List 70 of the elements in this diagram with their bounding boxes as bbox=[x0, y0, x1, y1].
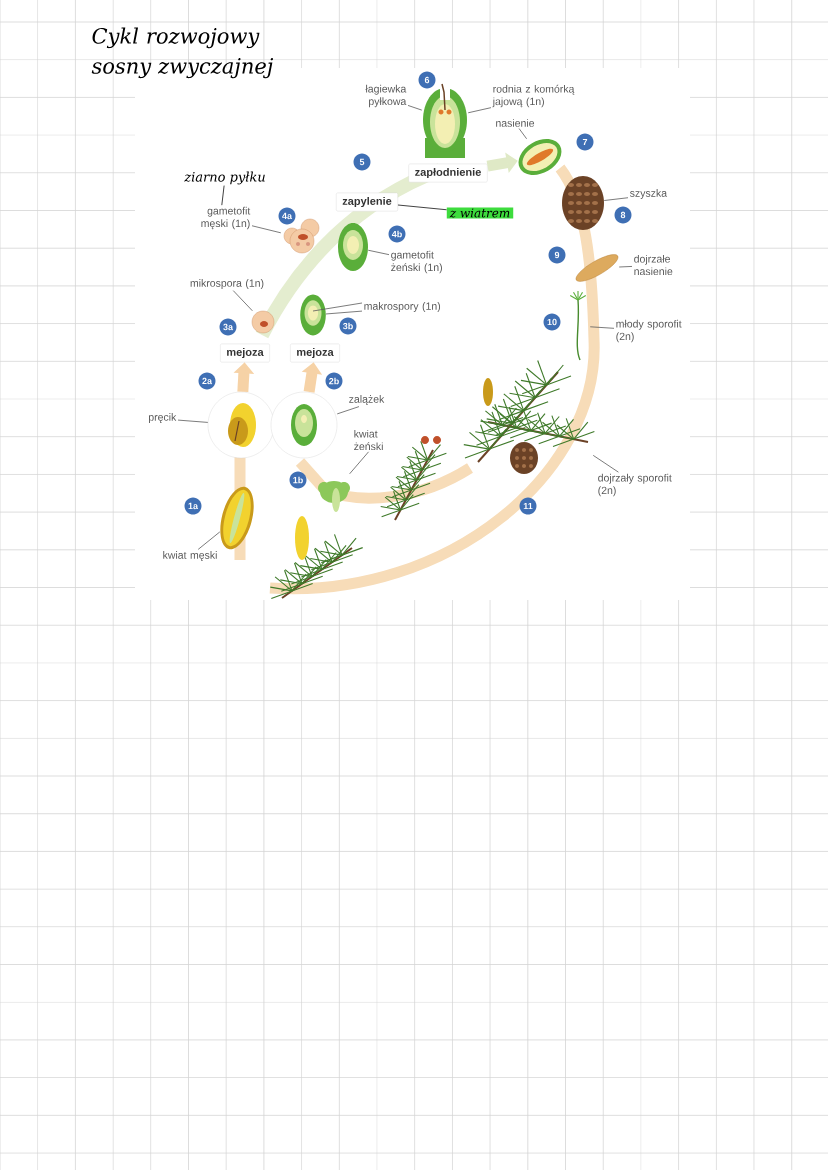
flower-drawing bbox=[318, 481, 350, 512]
stamen-drawing bbox=[207, 391, 275, 459]
step-number: 8 bbox=[614, 206, 632, 224]
part-label: makrospory (1n) bbox=[364, 302, 441, 312]
leader-line bbox=[407, 105, 423, 111]
ovule-drawing bbox=[423, 83, 467, 158]
leader-line bbox=[232, 290, 253, 312]
part-label: nasienie bbox=[496, 119, 535, 127]
pine-tree-drawing bbox=[463, 359, 595, 474]
step-number: 1a bbox=[184, 497, 202, 515]
part-label: łagiewka pyłkowa bbox=[365, 84, 407, 108]
step-number: 5 bbox=[353, 153, 371, 171]
part-label: gametofit męski (1n) bbox=[201, 206, 251, 230]
part-label: kwiat żeński bbox=[354, 429, 383, 451]
step-number: 2b bbox=[325, 372, 343, 390]
pollen-grain-drawing bbox=[283, 218, 320, 254]
leader-line bbox=[589, 326, 615, 329]
stage-box: mejoza bbox=[220, 343, 270, 363]
stage-box: zapłodnienie bbox=[408, 163, 488, 183]
leader-line bbox=[467, 107, 492, 114]
leader-line bbox=[336, 406, 360, 415]
leader-line bbox=[197, 531, 221, 550]
step-number: 4b bbox=[388, 225, 406, 243]
leader-line bbox=[177, 419, 209, 423]
handwritten-title: Cykl rozwojowy sosny zwyczajnej bbox=[91, 27, 273, 79]
part-label: szyszka bbox=[630, 189, 668, 199]
step-number: 10 bbox=[543, 313, 561, 331]
seed-drawing bbox=[575, 254, 619, 282]
part-label: zalążek bbox=[349, 395, 385, 405]
cone-drawing bbox=[562, 176, 604, 230]
step-number: 2a bbox=[198, 372, 216, 390]
seedling-drawing bbox=[569, 290, 587, 361]
step-number: 7 bbox=[576, 133, 594, 151]
leader-line bbox=[518, 128, 528, 140]
leader-line bbox=[312, 302, 363, 312]
part-label: dojrzałe nasienie bbox=[634, 254, 673, 276]
part-label: gametofit żeński (1n) bbox=[391, 250, 442, 274]
step-number: 1b bbox=[289, 471, 307, 489]
step-number: 4a bbox=[278, 207, 296, 225]
male-cone-drawing bbox=[220, 486, 254, 550]
leader-line bbox=[592, 454, 619, 473]
leader-line bbox=[325, 310, 363, 315]
stage-box: mejoza bbox=[290, 343, 340, 363]
stage-box: zapylenie bbox=[336, 192, 398, 212]
leader-line bbox=[349, 451, 369, 475]
seed-drawing bbox=[518, 139, 562, 175]
ovule-drawing bbox=[270, 391, 338, 459]
ovule-drawing bbox=[300, 294, 326, 336]
part-label: rodnia z komórką jajową (1n) bbox=[492, 84, 575, 108]
part-label: dojrzały sporofit (2n) bbox=[598, 473, 672, 497]
part-label: kwiat męski bbox=[163, 551, 217, 561]
leader-line bbox=[603, 197, 629, 201]
ovule-drawing bbox=[338, 223, 368, 271]
leader-line bbox=[397, 204, 447, 211]
leader-line bbox=[618, 266, 633, 268]
part-label: pręcik bbox=[148, 413, 177, 423]
step-number: 3a bbox=[219, 318, 237, 336]
leader-line bbox=[251, 225, 282, 234]
part-label: młody sporofit (2n) bbox=[616, 319, 682, 343]
step-number: 9 bbox=[548, 246, 566, 264]
part-label: mikrospora (1n) bbox=[190, 279, 264, 289]
handwritten-note: ziarno pyłku bbox=[184, 171, 265, 185]
step-number: 11 bbox=[519, 497, 537, 515]
pine-branch-drawing bbox=[269, 516, 364, 599]
leader-line bbox=[221, 185, 225, 206]
step-number: 3b bbox=[339, 317, 357, 335]
microspore-drawing bbox=[251, 310, 275, 334]
handwritten-note: z wiatrem bbox=[446, 207, 514, 219]
step-number: 6 bbox=[418, 71, 436, 89]
leader-line bbox=[367, 249, 390, 256]
